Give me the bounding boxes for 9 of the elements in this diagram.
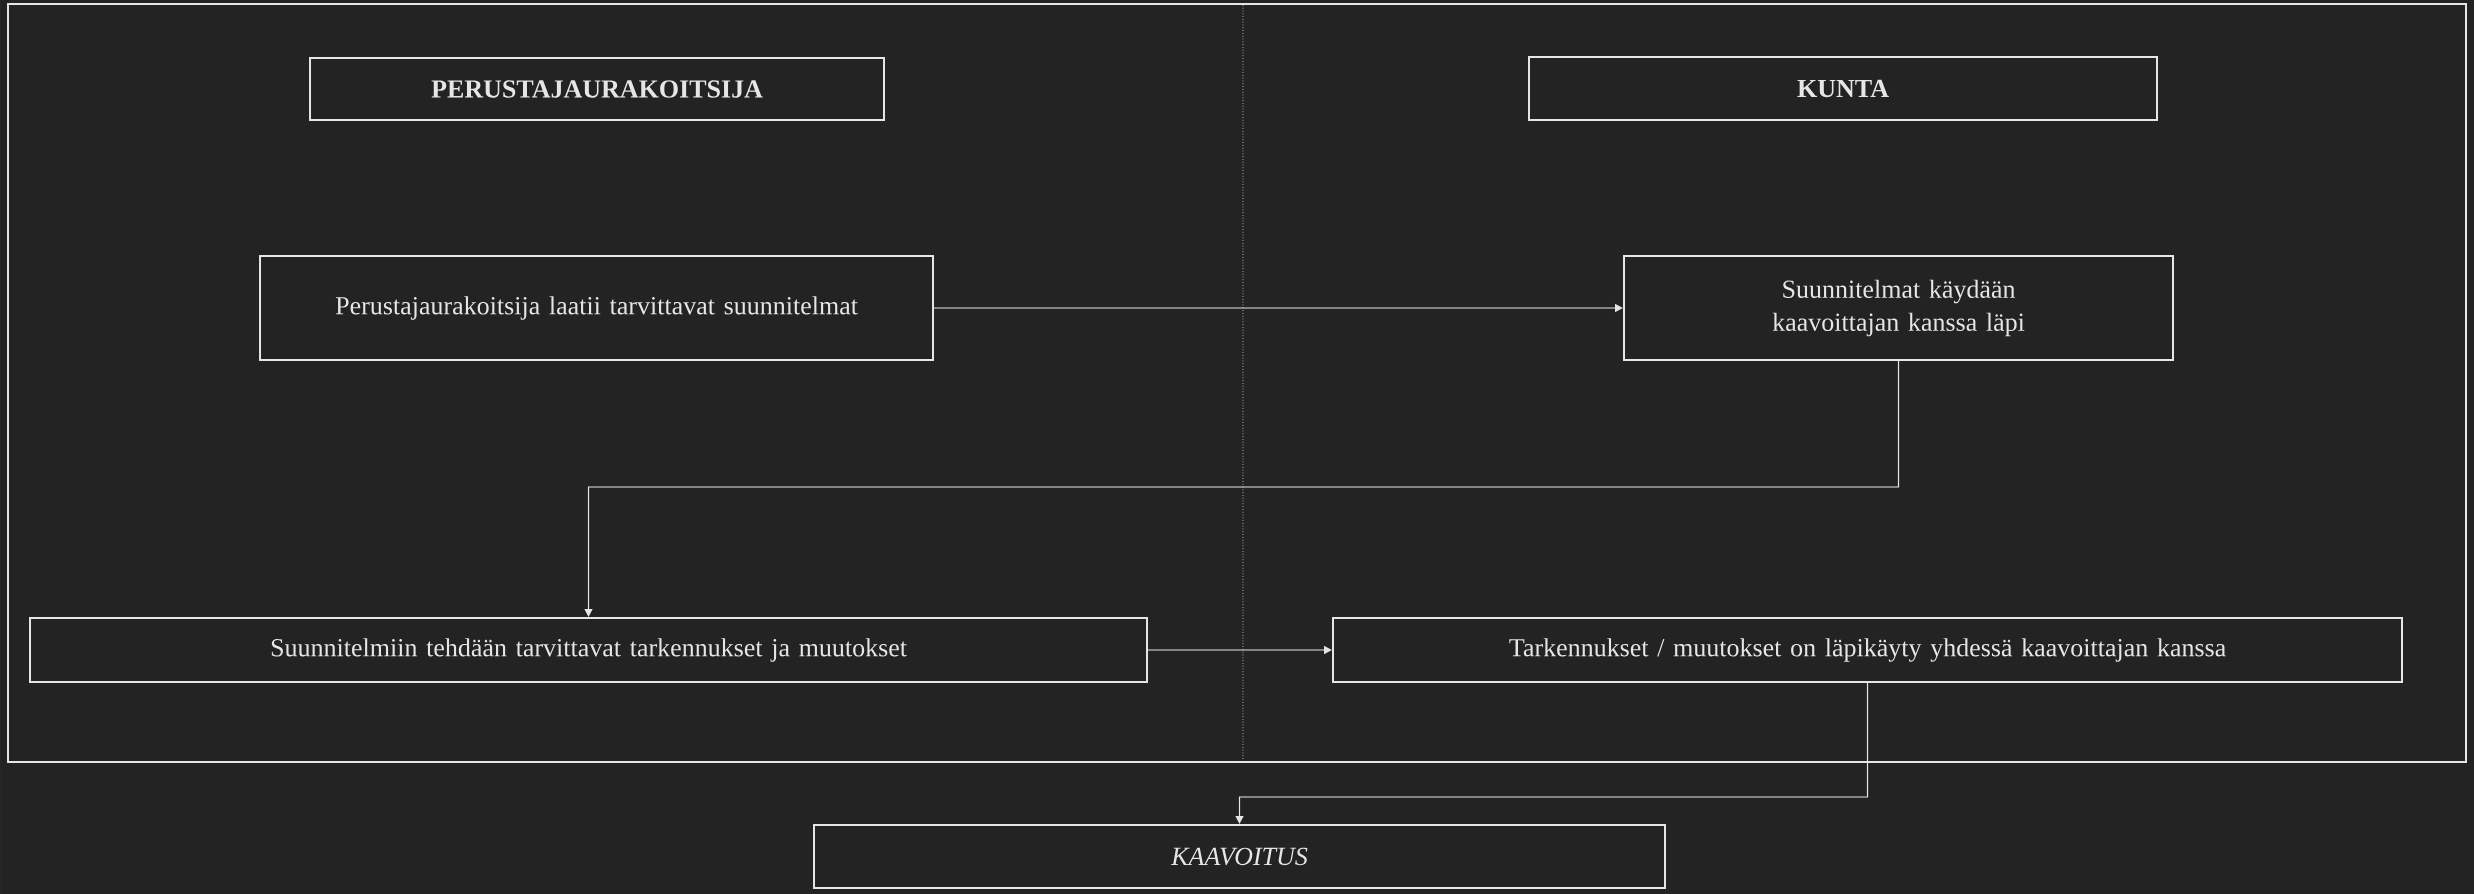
column-header: PERUSTAJAURAKOITSIJA: [309, 57, 885, 121]
process-box: Suunnitelmiin tehdään tarvittavat tarkennukset ja muutokset: [29, 617, 1148, 683]
process-box: Tarkennukset / muutokset on läpikäyty yhdessä kaavoittajan kanssa: [1332, 617, 2403, 683]
arrow: [584, 360, 1900, 617]
process-box: KAAVOITUS: [813, 824, 1666, 889]
arrow: [1235, 682, 1869, 824]
process-box: Perustajaurakoitsija laatii tarvittavat suunnitelmat: [259, 255, 934, 361]
column-header: KUNTA: [1528, 56, 2158, 121]
process-box: Suunnitelmat käydään kaavoittajan kanssa läpi: [1623, 255, 2174, 361]
